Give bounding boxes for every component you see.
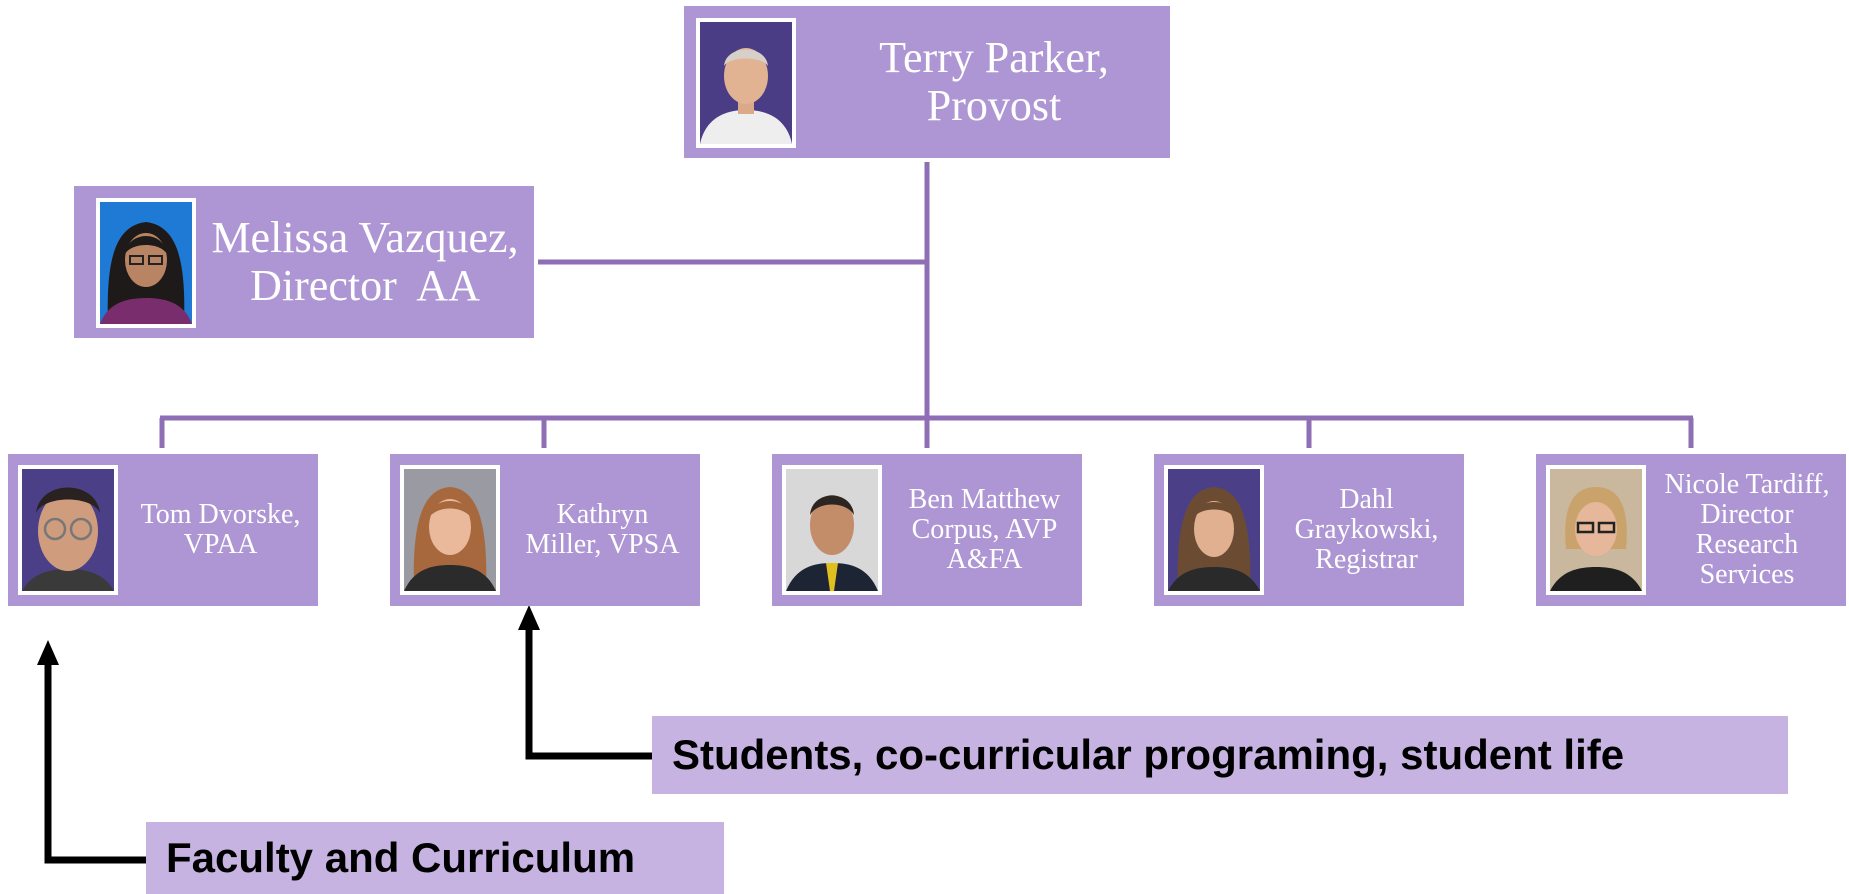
report-name-research-line-1: Nicole Tardiff, [1664, 468, 1830, 500]
report-name-avp: Ben Matthew Corpus, AVP A&FA [887, 454, 1082, 606]
report-name-vpaa: Tom Dvorske, VPAA [123, 454, 318, 606]
faculty-arrow [37, 640, 146, 864]
faculty-callout: Faculty and Curriculum [146, 822, 724, 894]
report-name-avp-line-1: Ben Matthew [908, 483, 1061, 515]
portrait-photo-icon [404, 469, 496, 591]
assistant-name-line-2: Director AA [250, 261, 480, 310]
provost-photo [696, 18, 796, 148]
portrait-photo-icon [700, 22, 792, 144]
report-name-research-line-4: Services [1699, 559, 1795, 591]
provost-name: Terry Parker, Provost [834, 6, 1154, 158]
report-photo-registrar [1164, 465, 1264, 595]
report-name-vpaa-line-2: VPAA [183, 529, 258, 560]
report-name-avp-line-2: Corpus, AVP [911, 513, 1058, 545]
report-name-vpsa-line-2: Miller, VPSA [525, 529, 680, 560]
provost-name-line-1: Terry Parker, [879, 33, 1109, 83]
report-node-research: Nicole Tardiff, Director Research Servic… [1536, 454, 1846, 606]
report-photo-research [1546, 465, 1646, 595]
report-photo-vpaa [18, 465, 118, 595]
portrait-photo-icon [100, 202, 192, 324]
portrait-photo-icon [1168, 469, 1260, 591]
report-name-avp-line-3: A&FA [946, 544, 1023, 576]
report-name-registrar: Dahl Graykowski, Registrar [1269, 454, 1464, 606]
report-name-registrar-line-2: Graykowski, [1294, 513, 1439, 545]
report-node-vpsa: Kathryn Miller, VPSA [390, 454, 700, 606]
report-photo-avp [782, 465, 882, 595]
assistant-node: Melissa Vazquez, Director AA [74, 186, 534, 338]
assistant-photo [96, 198, 196, 328]
assistant-name: Melissa Vazquez, Director AA [196, 186, 534, 338]
report-name-research-line-3: Research [1695, 529, 1799, 560]
report-node-avp: Ben Matthew Corpus, AVP A&FA [772, 454, 1082, 606]
report-name-vpsa-line-1: Kathryn [556, 498, 649, 530]
org-connector-lines [159, 162, 1694, 448]
report-name-research: Nicole Tardiff, Director Research Servic… [1648, 454, 1846, 606]
provost-node: Terry Parker, Provost [684, 6, 1170, 158]
report-name-registrar-line-3: Registrar [1315, 544, 1418, 576]
report-node-registrar: Dahl Graykowski, Registrar [1154, 454, 1464, 606]
portrait-photo-icon [1550, 469, 1642, 591]
portrait-photo-icon [22, 469, 114, 591]
report-name-vpaa-line-1: Tom Dvorske, [140, 498, 301, 530]
student-life-arrow [518, 605, 652, 760]
report-name-registrar-line-1: Dahl [1339, 483, 1394, 515]
assistant-name-line-1: Melissa Vazquez, [211, 213, 519, 263]
student-life-callout: Students, co-curricular programing, stud… [652, 716, 1788, 794]
student-life-callout-text: Students, co-curricular programing, stud… [672, 731, 1625, 778]
provost-name-line-2: Provost [926, 81, 1062, 130]
faculty-callout-text: Faculty and Curriculum [166, 834, 636, 881]
portrait-photo-icon [786, 469, 878, 591]
report-name-vpsa: Kathryn Miller, VPSA [505, 454, 700, 606]
report-name-research-line-2: Director [1700, 498, 1794, 530]
report-node-vpaa: Tom Dvorske, VPAA [8, 454, 318, 606]
report-photo-vpsa [400, 465, 500, 595]
